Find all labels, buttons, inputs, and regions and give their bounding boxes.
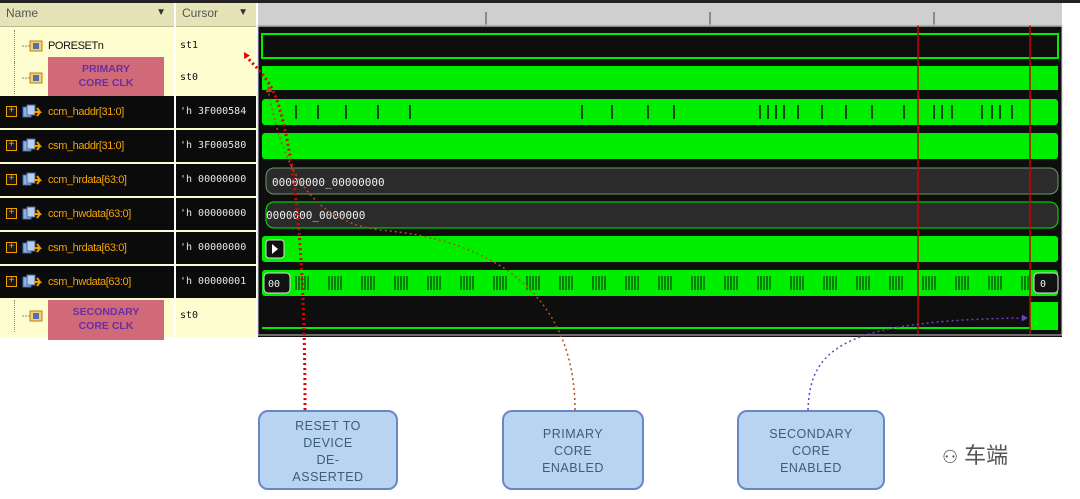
- callout-line: ASSERTED: [292, 470, 364, 484]
- time-ruler: [258, 3, 1062, 27]
- callout-line: DEVICE: [303, 436, 353, 450]
- signal-name: csm_hrdata[63:0]: [48, 242, 127, 254]
- bus-signal-icon: [22, 138, 44, 154]
- signal-value: 'h 00000000: [176, 232, 256, 264]
- callout-primary-core-enabled: PRIMARY CORE ENABLED: [502, 410, 644, 490]
- signal-row[interactable]: PRIMARY CORE CLK: [0, 57, 174, 97]
- signal-value: 'h 00000001: [176, 266, 256, 298]
- clock-label-text: PRIMARY CORE CLK: [78, 63, 134, 89]
- signal-row[interactable]: + csm_haddr[31:0]: [0, 130, 174, 162]
- signal-value: 'h 00000000: [176, 198, 256, 230]
- bus-value-text: 0: [1040, 279, 1046, 290]
- panel-border: [257, 24, 1063, 336]
- bus-signal-icon: [22, 240, 44, 256]
- bus-value-text: 00000000_00000000: [272, 176, 385, 189]
- signal-value: 'h 3F000580: [176, 130, 256, 162]
- expand-icon[interactable]: +: [6, 242, 17, 253]
- bus-value-text: 00: [268, 279, 280, 290]
- clock-label-text: SECONDARY CORE CLK: [72, 306, 140, 332]
- signal-value: st0: [176, 62, 256, 94]
- play-marker-icon: [272, 244, 278, 254]
- bus-signal-icon: [22, 206, 44, 222]
- tree-line: [14, 300, 16, 332]
- primary-arrow: [267, 89, 576, 411]
- callout-line: CORE: [553, 444, 593, 458]
- secondary-arrow: [807, 317, 1026, 411]
- callout-line: CORE: [791, 444, 831, 458]
- top-border: [0, 0, 1080, 3]
- expand-icon[interactable]: +: [6, 208, 17, 219]
- value-header-label: Cursor: [182, 6, 219, 20]
- watermark: ⚇车端: [942, 438, 1009, 469]
- arrow-head-icon: [1021, 314, 1028, 322]
- name-header-label: Name: [6, 6, 39, 20]
- bus-segment: [1033, 272, 1059, 294]
- signal-icon: [22, 70, 44, 86]
- watermark-text: 车端: [964, 444, 1009, 469]
- signal-row[interactable]: SECONDARY CORE CLK: [0, 300, 174, 340]
- bus-value-text: 0000000_0000000: [266, 209, 365, 222]
- signal-name: ccm_hrdata[63:0]: [48, 174, 127, 186]
- signal-name: PORESETn: [48, 40, 104, 52]
- callout-line: RESET TO: [295, 419, 361, 433]
- signal-value: 'h 3F000584: [176, 96, 256, 128]
- name-column-header[interactable]: Name ▼: [0, 3, 174, 27]
- secondary-clk-high: [1030, 302, 1058, 330]
- sort-down-icon[interactable]: ▼: [238, 7, 248, 18]
- clock-label-box: PRIMARY CORE CLK: [48, 57, 164, 97]
- bus-segment: [263, 272, 291, 294]
- arrow-head-icon: [244, 52, 250, 59]
- expand-icon[interactable]: +: [6, 174, 17, 185]
- signal-row[interactable]: + csm_hwdata[63:0]: [0, 266, 174, 298]
- tree-line: [14, 62, 16, 94]
- signal-row[interactable]: + ccm_haddr[31:0]: [0, 96, 174, 128]
- callout-line: DE-: [316, 453, 340, 467]
- signal-value: st1: [176, 30, 256, 62]
- clock-label-box: SECONDARY CORE CLK: [48, 300, 164, 340]
- csm-haddr-trace: [262, 133, 1058, 159]
- signal-row[interactable]: + ccm_hwdata[63:0]: [0, 198, 174, 230]
- callout-line: SECONDARY: [769, 427, 853, 441]
- ccm-haddr-trace: [262, 99, 1058, 125]
- signal-name: ccm_haddr[31:0]: [48, 106, 124, 118]
- arrow-head-icon: [265, 86, 273, 93]
- signal-value: 'h 00000000: [176, 164, 256, 196]
- callout-line: ENABLED: [542, 461, 604, 475]
- wechat-icon: ⚇: [942, 447, 959, 468]
- signal-value: st0: [176, 300, 256, 332]
- expand-icon[interactable]: +: [6, 106, 17, 117]
- callout-secondary-core-enabled: SECONDARY CORE ENABLED: [737, 410, 885, 490]
- poreset-trace: [261, 33, 1059, 59]
- ccm-hwdata-trace: [265, 201, 1059, 229]
- signal-row[interactable]: + ccm_hrdata[63:0]: [0, 164, 174, 196]
- signal-name: csm_haddr[31:0]: [48, 140, 124, 152]
- sort-down-icon[interactable]: ▼: [156, 7, 166, 18]
- primary-clk-trace: [262, 66, 1058, 90]
- signal-row[interactable]: PORESETn: [0, 30, 174, 62]
- csm-hrdata-trace: [262, 236, 1058, 262]
- bus-signal-icon: [22, 274, 44, 290]
- callout-reset-deasserted: RESET TO DEVICE DE- ASSERTED: [258, 410, 398, 490]
- expand-icon[interactable]: +: [6, 276, 17, 287]
- signal-name: csm_hwdata[63:0]: [48, 276, 131, 288]
- bus-signal-icon: [22, 104, 44, 120]
- signal-row[interactable]: + csm_hrdata[63:0]: [0, 232, 174, 264]
- ccm-hrdata-trace: [265, 167, 1059, 195]
- tree-line: [14, 30, 16, 62]
- signal-icon: [22, 308, 44, 324]
- value-column-header[interactable]: Cursor ▼: [176, 3, 256, 27]
- callout-line: PRIMARY: [542, 427, 604, 441]
- reset-arrow: [244, 55, 307, 411]
- signal-name: ccm_hwdata[63:0]: [48, 208, 131, 220]
- signal-icon: [22, 38, 44, 54]
- callout-line: ENABLED: [780, 461, 842, 475]
- expand-icon[interactable]: +: [6, 140, 17, 151]
- bus-signal-icon: [22, 172, 44, 188]
